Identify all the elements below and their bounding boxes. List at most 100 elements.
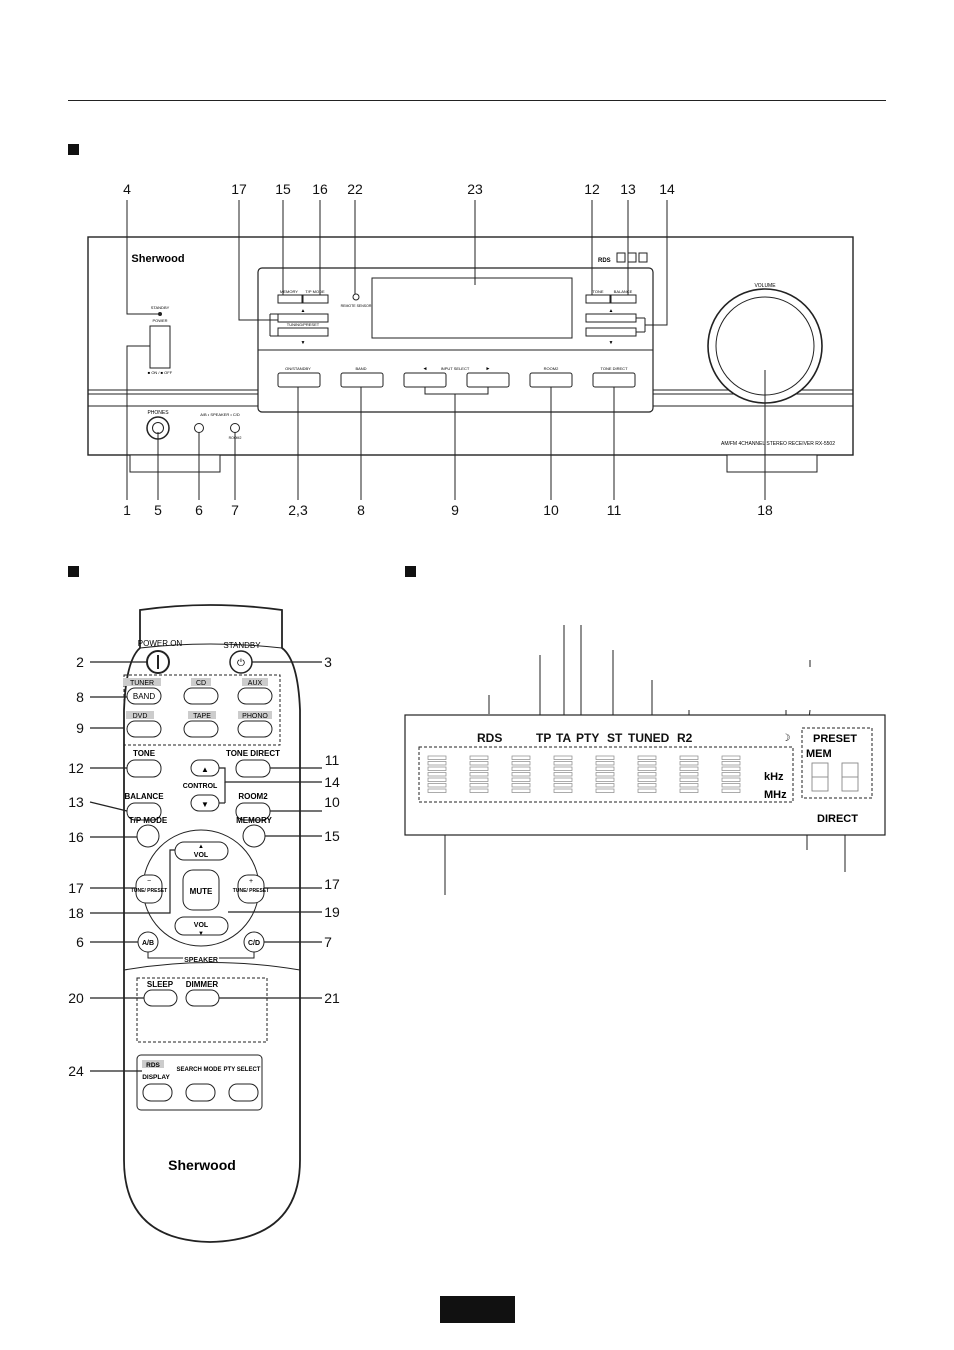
display-diagram: RDS TP TA PTY ST TUNED R2 ☽ PRESET MEM k…	[404, 625, 886, 895]
front-speaker-cd-button[interactable]	[230, 423, 240, 433]
front-band-button[interactable]	[340, 372, 384, 388]
model-text: AM/FM 4CHANNEL STEREO RECEIVER RX-5502	[721, 441, 835, 447]
front-tone-direct-button[interactable]	[592, 372, 636, 388]
remote-vol-up-button[interactable]	[174, 841, 229, 861]
volume-label: VOLUME	[754, 283, 776, 289]
remote-sleep-button[interactable]	[143, 989, 178, 1007]
sleep-moon-icon: ☽	[782, 733, 791, 744]
svg-text:▼: ▼	[201, 800, 209, 809]
tone-direct-label: TONE DIRECT	[226, 749, 280, 758]
power-switch-label: ■ ON / ■ OFF	[148, 370, 173, 375]
front-speaker-ab-button[interactable]	[194, 423, 204, 433]
search-mode-label: SEARCH MODE	[176, 1067, 221, 1073]
remote-callout-9: 9	[76, 720, 84, 736]
front-input-select-left-button[interactable]	[403, 372, 447, 388]
remote-mute-button[interactable]	[182, 869, 220, 911]
display-direct: DIRECT	[817, 813, 858, 825]
display-mem: MEM	[806, 748, 832, 760]
svg-text:◄: ◄	[423, 366, 428, 372]
remote-tune-up-button[interactable]	[237, 874, 265, 904]
page-number-badge	[440, 1296, 515, 1323]
front-balance-button[interactable]	[610, 294, 637, 304]
remote-tone-direct-button[interactable]	[235, 759, 271, 778]
remote-dimmer-button[interactable]	[185, 989, 220, 1007]
phono-label: PHONO	[242, 713, 268, 720]
callout-23: 23	[467, 181, 483, 197]
remote-tape-button[interactable]	[183, 720, 219, 738]
front-display-window	[371, 277, 573, 339]
remote-vol-down-button[interactable]	[174, 916, 229, 936]
remote-sensor	[352, 293, 360, 301]
remote-memory-button[interactable]	[242, 824, 266, 848]
front-control-down-button[interactable]	[585, 327, 637, 337]
remote-tp-mode-button[interactable]	[136, 824, 160, 848]
front-tone-button[interactable]	[585, 294, 611, 304]
display-pty: PTY	[576, 731, 599, 745]
tuner-label: TUNER	[130, 680, 154, 687]
foot-left	[129, 454, 221, 473]
svg-text:▲: ▲	[198, 844, 204, 850]
remote-callout-14: 14	[324, 774, 340, 790]
remote-callout-17-left: 17	[68, 880, 84, 896]
power-switch[interactable]	[149, 325, 171, 369]
band-label: BAND	[355, 366, 366, 371]
remote-pty-select-button[interactable]	[228, 1083, 259, 1102]
front-on-standby-button[interactable]	[277, 372, 321, 388]
remote-aux-button[interactable]	[237, 687, 273, 705]
svg-text:▼: ▼	[609, 340, 614, 346]
callout-14: 14	[659, 181, 675, 197]
remote-callout-20: 20	[68, 990, 84, 1006]
aux-label: AUX	[248, 680, 263, 687]
vol-down-label: VOL	[194, 922, 209, 929]
svg-text:▼: ▼	[198, 931, 204, 937]
sleep-dimmer-group	[136, 977, 268, 1043]
cd-label: CD	[196, 680, 206, 687]
front-memory-button[interactable]	[277, 294, 303, 304]
callout-6: 6	[195, 502, 203, 518]
display-rds: RDS	[477, 731, 502, 745]
callout-12: 12	[584, 181, 600, 197]
ab-label: A/B	[142, 940, 154, 947]
remote-callout-24: 24	[68, 1063, 84, 1079]
memory-label: MEMORY	[280, 289, 298, 294]
front-tuning-up-button[interactable]	[277, 313, 329, 323]
cd-speaker-label: C/D	[248, 940, 260, 947]
tp-mode-label: T/P MODE	[305, 289, 325, 294]
balance-label: BALANCE	[124, 792, 164, 801]
front-control-up-button[interactable]	[585, 313, 637, 323]
remote-cd-button[interactable]	[183, 687, 219, 705]
dvd-label: DVD	[133, 713, 148, 720]
phones-label: PHONES	[147, 410, 169, 416]
tp-mode-label: T/P MODE	[129, 816, 168, 825]
front-room2-button[interactable]	[529, 372, 573, 388]
callout-17: 17	[231, 181, 247, 197]
front-input-select-right-button[interactable]	[466, 372, 510, 388]
header-rule	[68, 100, 886, 101]
callout-22: 22	[347, 181, 363, 197]
remote-search-mode-button[interactable]	[185, 1083, 216, 1102]
svg-text:►: ►	[486, 366, 491, 372]
remote-tone-button[interactable]	[126, 759, 162, 778]
remote-callout-18: 18	[68, 905, 84, 921]
svg-text:▲: ▲	[301, 308, 306, 314]
section-marker-display	[405, 566, 416, 577]
remote-phono-button[interactable]	[237, 720, 273, 738]
remote-sensor-label: REMOTE SENSOR	[341, 304, 372, 308]
remote-callout-16: 16	[68, 829, 84, 845]
svg-text:▲: ▲	[201, 765, 209, 774]
tune-preset-right-label: TUNE/ PRESET	[233, 888, 269, 894]
callout-7: 7	[231, 502, 239, 518]
remote-display-button[interactable]	[142, 1083, 173, 1102]
callout-11: 11	[607, 502, 622, 518]
display-r2: R2	[677, 731, 693, 745]
front-tp-mode-button[interactable]	[302, 294, 329, 304]
remote-tune-down-button[interactable]	[135, 874, 163, 904]
remote-balance-button[interactable]	[126, 802, 162, 821]
front-tuning-down-button[interactable]	[277, 327, 329, 337]
remote-dvd-button[interactable]	[126, 720, 162, 738]
callout-13: 13	[620, 181, 636, 197]
remote-band-button[interactable]	[126, 687, 162, 705]
dot-matrix-group	[418, 746, 794, 803]
callout-2-3: 2,3	[288, 502, 308, 518]
band-label: BAND	[133, 692, 155, 701]
